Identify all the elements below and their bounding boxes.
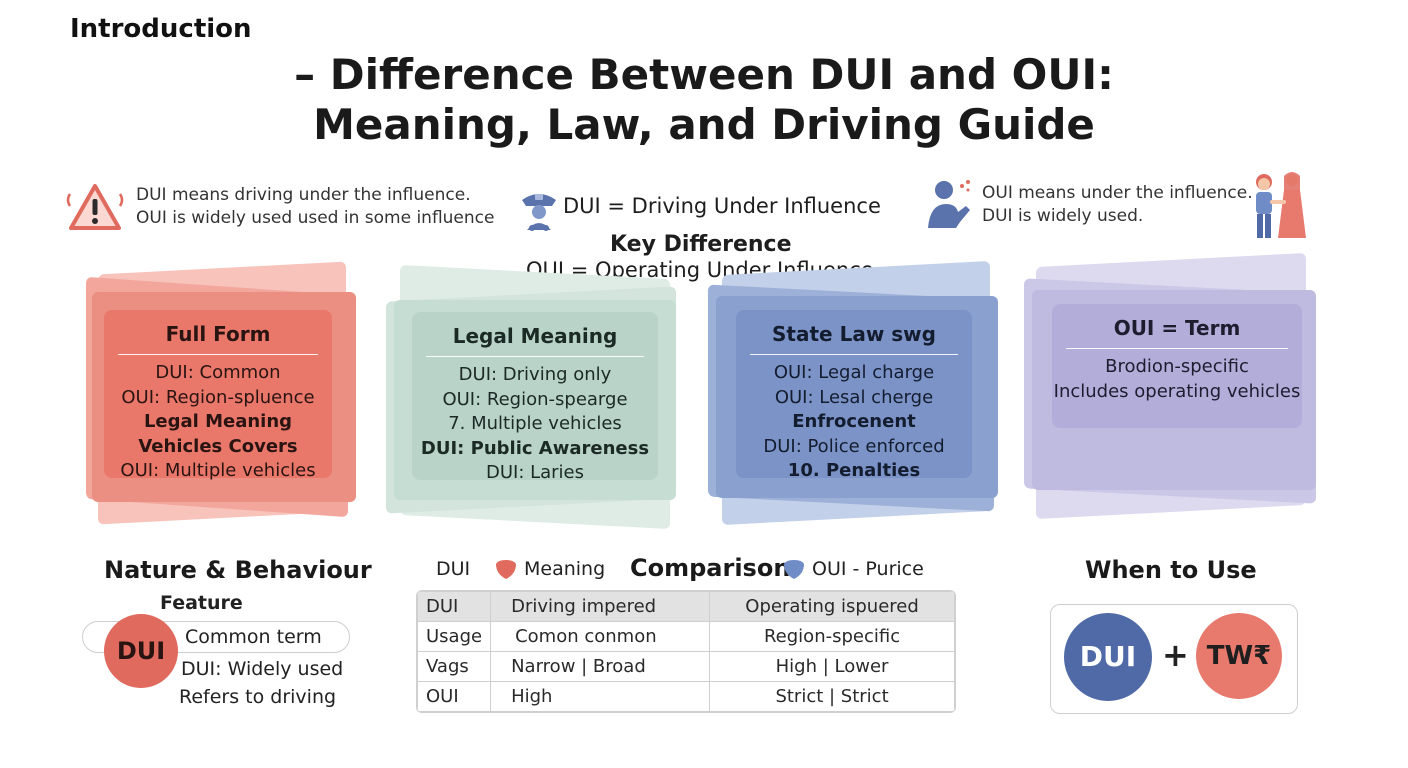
table-cell: Usage <box>417 621 492 652</box>
feature-label: Feature <box>160 592 243 614</box>
panel-state-law: State Law swg OUI: Legal charge OUI: Les… <box>708 260 1004 526</box>
section-label: Introduction <box>70 14 252 44</box>
panel-content: State Law swg OUI: Legal charge OUI: Les… <box>736 310 972 481</box>
feature-line-3: Refers to driving <box>179 686 337 708</box>
table-cell: High <box>490 681 711 712</box>
table-cell: Region-specific <box>709 621 955 652</box>
person-thinking-icon <box>928 180 970 228</box>
panel-line: Brodion-specific <box>1105 356 1249 377</box>
panel-line: OUI: Multiple vehicles <box>120 460 316 481</box>
page-title-line-2: Meaning, Law, and Driving Guide <box>313 100 1095 149</box>
dui-circle: DUI <box>1064 613 1152 701</box>
panel-line: Legal Meaning <box>143 411 293 432</box>
table-cell: DUI <box>417 591 492 622</box>
panel-oui-term: OUI = Term Brodion-specific Includes ope… <box>1022 252 1324 520</box>
comparison-label-dui: DUI <box>436 558 471 580</box>
dui-badge: DUI <box>104 614 178 688</box>
shield-blue-icon <box>784 560 804 579</box>
comparison-table: DUI Driving impered Operating ispuered U… <box>417 591 955 712</box>
warning-icon <box>66 184 124 230</box>
panel-line: DUI: Driving only <box>458 364 612 385</box>
feature-line-1: Common term <box>185 626 322 648</box>
table-row: DUI Driving impered Operating ispuered <box>417 591 955 622</box>
police-officer-icon <box>522 194 556 231</box>
table-cell: High | Lower <box>709 651 955 682</box>
table-cell: Driving impered <box>490 591 711 622</box>
panel-content: OUI = Term Brodion-specific Includes ope… <box>1052 304 1302 428</box>
panel-line: OUI: Region-spearge <box>442 388 628 410</box>
table-row: OUI High Strict | Strict <box>417 681 955 712</box>
panel-line: DUI: Police enforced <box>763 435 945 457</box>
comparison-heading: Comparison <box>630 554 791 582</box>
intro-left-line-1: DUI means driving under the influence. <box>136 185 471 205</box>
table-row: Vags Narrow | Broad High | Lower <box>417 651 955 682</box>
shield-red-icon <box>496 560 516 579</box>
panel-line: Includes operating vehicles <box>1053 380 1301 402</box>
panel-title: State Law swg <box>772 322 936 346</box>
intro-right-line-1: OUI means under the influence. <box>982 183 1253 203</box>
when-to-use-heading: When to Use <box>1085 556 1257 584</box>
feature-line-2: DUI: Widely used <box>181 658 344 680</box>
panel-line: Enfrocenent <box>792 411 916 432</box>
panel-title: OUI = Term <box>1113 316 1241 340</box>
comparison-label-oui: OUI - Purice <box>812 558 924 580</box>
panel-line: OUI: Legal charge <box>773 362 935 383</box>
page-title: – Difference Between DUI and OUI: Meanin… <box>0 50 1408 150</box>
tw-circle: TW₹ <box>1196 613 1282 699</box>
page-title-line-1: – Difference Between DUI and OUI: <box>294 50 1114 99</box>
panel-divider <box>426 356 644 357</box>
table-cell: Vags <box>417 651 492 682</box>
intro-right-text: OUI means under the influence. DUI is wi… <box>982 182 1253 228</box>
panel-content: Full Form DUI: Common OUI: Region-spluen… <box>104 310 332 481</box>
panel-title: Legal Meaning <box>452 324 618 348</box>
panel-line: DUI: Common <box>155 362 281 383</box>
nature-behaviour-heading: Nature & Behaviour <box>104 556 372 584</box>
panel-line: OUI: Region-spluence <box>121 386 315 408</box>
panel-line: DUI: Public Awareness <box>420 437 650 459</box>
people-couple-icon <box>1256 172 1306 238</box>
plus-sign: + <box>1162 636 1189 674</box>
panel-legal-meaning: Legal Meaning DUI: Driving only OUI: Reg… <box>386 264 686 530</box>
panel-divider <box>1066 348 1288 349</box>
panel-line: 7. Multiple vehicles <box>448 413 622 434</box>
intro-left-line-2: OUI is widely used used in some influenc… <box>136 208 495 228</box>
comparison-label-meaning: Meaning <box>524 558 606 580</box>
panel-full-form: Full Form DUI: Common OUI: Region-spluen… <box>80 261 362 525</box>
panel-title: Full Form <box>165 322 271 346</box>
table-cell: Narrow | Broad <box>490 651 711 682</box>
intro-left-text: DUI means driving under the influence. O… <box>136 184 494 230</box>
panel-line: 10. Penalties <box>787 460 921 481</box>
key-difference-heading: Key Difference <box>610 232 792 257</box>
table-row: Usage Comon conmon Region-specific <box>417 621 955 652</box>
comparison-table-wrapper: DUI Driving impered Operating ispuered U… <box>416 590 956 713</box>
table-cell: OUI <box>417 681 492 712</box>
table-cell: Operating ispuered <box>709 591 955 622</box>
panel-line: DUI: Laries <box>485 462 585 483</box>
table-cell: Comon conmon <box>490 621 711 652</box>
panel-line: OUI: Lesal cherge <box>774 386 934 408</box>
panel-content: Legal Meaning DUI: Driving only OUI: Reg… <box>412 312 658 483</box>
panel-divider <box>750 354 958 355</box>
panel-divider <box>118 354 318 355</box>
dui-definition: DUI = Driving Under Influence <box>563 194 881 218</box>
intro-right-line-2: DUI is widely used. <box>982 206 1144 226</box>
panel-line: Vehicles Covers <box>138 435 298 457</box>
table-cell: Strict | Strict <box>709 681 955 712</box>
